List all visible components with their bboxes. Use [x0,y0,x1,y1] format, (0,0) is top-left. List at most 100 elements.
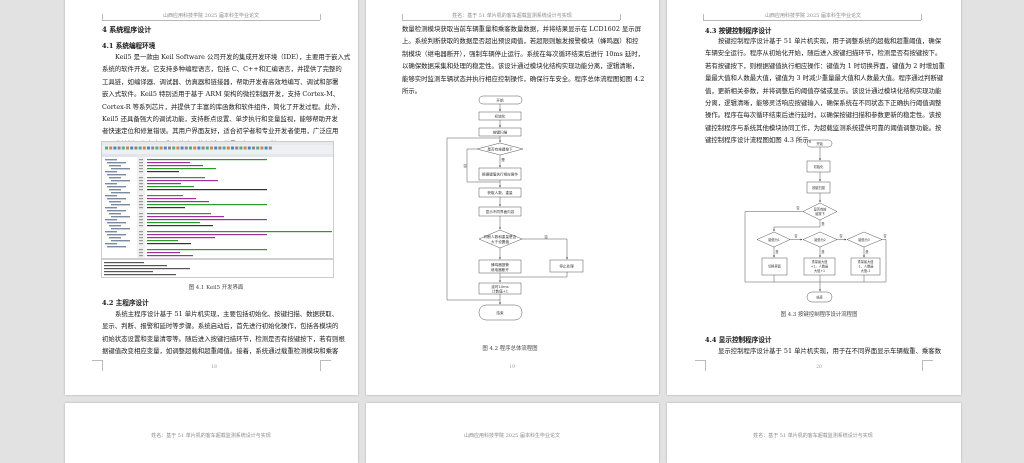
header-mark [102,14,103,20]
header-rule [402,20,620,21]
flow-label: 重量最大值 [858,259,875,264]
section-title: 4.4 显示控制程序设计 [705,336,772,344]
toolbar-button [151,146,155,150]
line-number [139,207,143,209]
page-header: 姓名：基于 51 单片机的客车超载监测系统设计与实现 [151,433,271,439]
toolbar-button [142,146,146,150]
line-number [139,243,143,245]
text-line: 显示、判断、报警和延时等步骤。系统启动后，首先进行初始化操作，包括各模块的 [102,322,339,331]
header-rule [102,20,320,21]
toolbar-button [201,146,205,150]
flow-end [806,291,833,303]
text-line: 操作。程序在每次循环结束后进行延时，以确保按键扫描和参数更新的稳定性。该按 [705,111,942,120]
project-tree-item [107,162,126,164]
ide-toolbar [102,145,333,154]
code-line [147,162,190,164]
code-line [147,186,194,188]
flow-label: 判断人数和重量是否 [484,234,517,239]
flow-switch [761,257,788,276]
flow-label: 结束 [496,310,504,315]
text-line: 量最大值和人数最大值，键值为 3 时减少重量最大值和人数最大值。程序通过判断键 [705,74,944,83]
flow-label: 键值为1 [768,237,780,242]
flow-label: 获取人数、重量 [487,190,513,195]
text-line: 值，更新相关参数，并将调整后的阈值存储或显示。该设计通过模块化结构实现功能 [705,86,942,95]
header-rule [703,20,921,21]
flow-label: 计数值+1 [492,289,508,294]
code-line [147,189,267,191]
toolbar-button [205,146,209,150]
line-number [139,171,143,173]
project-tree-item [111,204,130,206]
page-number: 18 [211,365,217,370]
text-line: 工具链，如编译器、调试器、仿真器和链接器，帮助开发者高效地编写、调试和部署 [102,77,339,86]
flow-label: 延时10ms [491,284,508,289]
text-line: 系统的软件开发。它支持多种编程语言，包括 C、C++和汇编语言，并提供了完整的 [102,65,342,74]
flow-label: 开始 [496,98,504,103]
page-number: 20 [816,365,822,370]
project-tree-item [105,219,117,221]
project-tree-item [105,171,117,173]
flow-label: 大值+1 [814,268,825,273]
code-line [147,204,267,206]
line-number [139,183,143,185]
project-tree-item [105,195,117,197]
flow-label: 是否有按键按下 [487,147,513,152]
text-line: 以确保数据采集和处理的稳定性。该设计通过模块化结构实现功能分离，逻辑清晰， [402,62,639,71]
toolbar-button [159,146,163,150]
build-output-line [104,262,144,264]
project-tree-item [111,180,130,182]
line-number [139,168,143,170]
code-line [147,240,178,242]
code-line [147,234,267,236]
text-line: 键控制程序与系统其他模块协同工作，为超载监测系统提供可靠的阈值调整功能。按 [705,123,942,132]
code-line [147,195,183,197]
flow-label: 否 [839,234,843,238]
project-panel-title [102,154,137,157]
toolbar-button [176,146,180,150]
line-number [139,213,143,215]
project-tree-item [109,165,121,167]
project-tree-item [111,168,130,170]
flow-label: 键值为2 [814,237,826,242]
page-header: 姓名：基于 51 单片机的客车超载监测系统设计与实现 [452,13,572,19]
project-tree-item [107,234,126,236]
text-line: 所示。 [402,87,422,95]
toolbar-button [138,146,142,150]
flow-label: 按键扫描 [812,185,826,190]
corner-mark [922,360,933,371]
flow-decrease [850,257,881,276]
flow-label: 否 [796,206,800,210]
toolbar-button [126,146,129,150]
header-mark [402,14,403,20]
toolbar-button [189,146,192,150]
toolbar-button [109,146,113,150]
build-output-line [104,271,153,273]
flow-label: 键按下 [815,211,825,216]
toolbar-button [197,146,201,150]
line-number [139,231,143,233]
figure-caption: 图 4.2 程序总体流程图 [482,346,538,352]
code-line [147,249,267,251]
header-mark [921,14,922,20]
flow-label: 蜂鸣器报警 [491,262,509,267]
text-line: Keil5 还具备强大的调试功能，支持断点设置、单步执行和变量监视，能够帮助开发 [102,115,338,123]
text-line: Cortex-R 等系列芯片，并提供了丰富的库函数和软件组件，简化了开发过程。此… [102,102,344,111]
flow-start [478,95,523,105]
code-line [147,159,267,161]
keil-ide-image [102,142,333,277]
text-line: 能够实时监测车辆状态并执行相应控制操作，确保行车安全。程序总体流程图如图 4.2 [402,74,645,83]
text-line: 数量检测模块获取当前车辆重量和乘客数量数据，并将结果显示在 LCD1602 显示… [402,25,642,33]
text-line: 键控制程序设计流程图如图 4.3 所示。 [705,136,816,145]
code-line [147,243,191,245]
toolbar-button [163,146,167,150]
toolbar-button [105,146,108,150]
toolbar-button [256,146,260,150]
keil-ide-screenshot [101,141,334,278]
splitter [102,258,333,260]
project-tree-item [107,174,126,176]
code-line [147,177,205,179]
line-number [139,222,143,224]
flow-increase [803,257,836,276]
page-20 [667,0,961,395]
text-line: 初始状态设置和变量清零等。随后进入按键扫描环节，检测是否有按键按下，若有则根 [102,334,345,343]
